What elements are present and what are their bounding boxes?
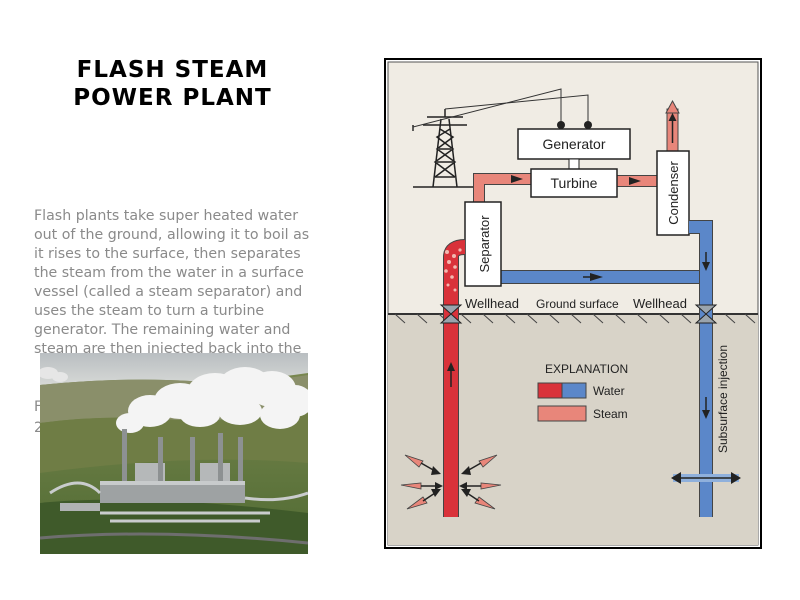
partial-text-line: 2	[34, 420, 44, 436]
power-lines	[412, 88, 589, 131]
subsurface-injection-label: Subsurface injection	[716, 345, 730, 453]
description-line: it rises to the surface, then separates	[34, 246, 301, 262]
turbine-label: Turbine	[551, 175, 598, 191]
reservoir-inflow-arrows	[400, 454, 502, 510]
condenser-water-pipe	[689, 221, 712, 517]
right-wellhead-valve	[694, 304, 718, 324]
description-line: uses the steam to turn a turbine	[34, 303, 265, 319]
legend-steam-label: Steam	[593, 407, 628, 421]
description-line: vessel (called a steam separator) and	[34, 284, 303, 300]
description-line: the steam from the water in a surface	[34, 265, 304, 281]
transmission-tower-icon	[412, 109, 467, 188]
partial-text-line: F	[34, 399, 43, 415]
condenser-label: Condenser	[666, 161, 681, 225]
explanation-title: EXPLANATION	[545, 362, 628, 376]
title-line-1: FLASH STEAM	[76, 57, 269, 83]
title-line-2: POWER PLANT	[73, 85, 272, 111]
generator-label: Generator	[542, 136, 605, 152]
injection-outflow-arrows	[671, 472, 741, 484]
geothermal-plant-photo	[40, 353, 308, 554]
legend-water-red-swatch	[537, 382, 563, 399]
left-wellhead-valve	[439, 304, 463, 324]
legend-water-blue-swatch	[561, 382, 587, 399]
separator-box	[464, 201, 502, 287]
wellhead-right-label: Wellhead	[633, 296, 687, 311]
partially-hidden-text: F 2	[34, 398, 43, 438]
legend-steam-swatch	[537, 405, 587, 422]
production-well-pipe	[444, 240, 466, 517]
wellhead-left-label: Wellhead	[465, 296, 519, 311]
generator-box	[517, 128, 631, 160]
description-line: generator. The remaining water and	[34, 322, 291, 338]
description-line: Flash plants take super heated water	[34, 208, 299, 224]
turbine-box	[530, 168, 618, 198]
description-line: out of the ground, allowing it to boil a…	[34, 227, 310, 243]
steam-bubbles	[444, 248, 462, 292]
legend-water-label: Water	[593, 384, 625, 398]
flash-steam-diagram: Generator Turbine Condenser Separator	[383, 57, 763, 550]
slide-title: FLASH STEAM POWER PLANT	[40, 56, 305, 112]
condenser-box	[656, 150, 690, 236]
description-text: Flash plants take super heated water out…	[34, 207, 344, 359]
separator-label: Separator	[477, 215, 492, 273]
ground-surface-label: Ground surface	[536, 297, 619, 311]
